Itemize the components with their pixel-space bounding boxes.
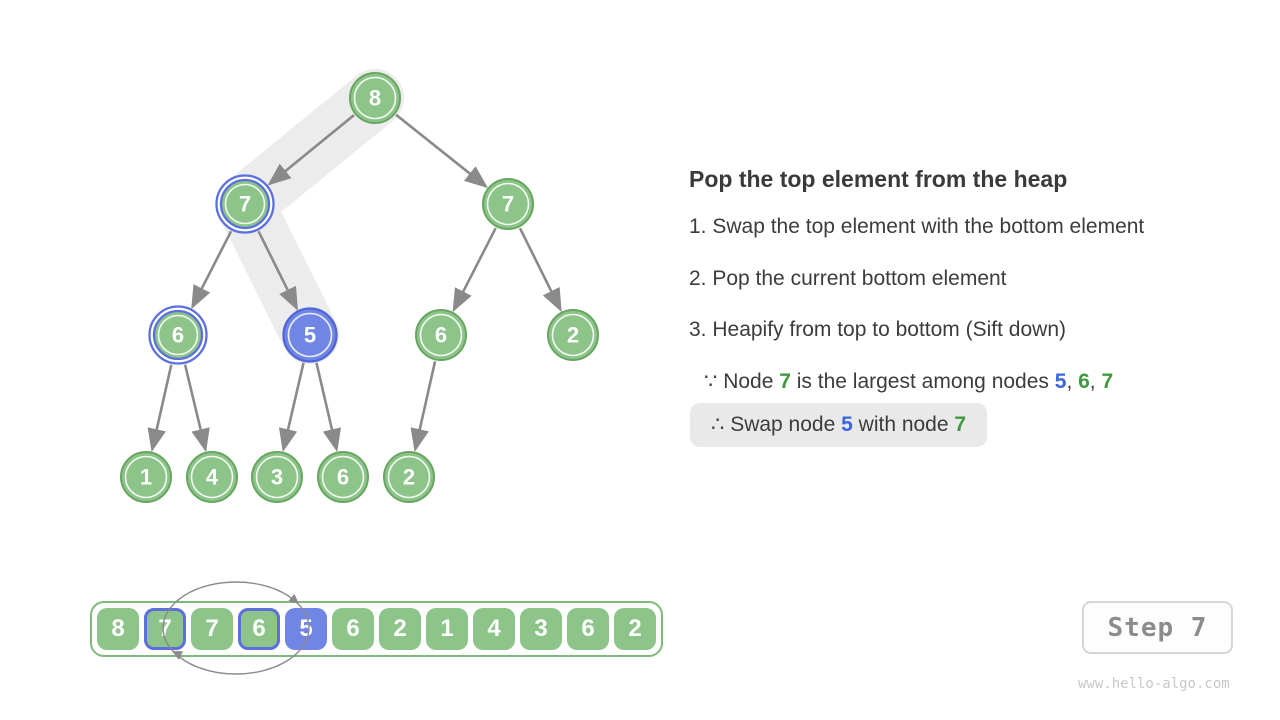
node-ref-7: 7 <box>1101 370 1114 393</box>
array-cell: 8 <box>97 608 139 650</box>
array-cell: 2 <box>614 608 656 650</box>
tree-node-label: 2 <box>403 465 415 490</box>
tree-node-7: 7 <box>215 174 275 234</box>
tree-node-4: 4 <box>186 451 238 503</box>
tree-edge <box>410 361 437 453</box>
tree-edge <box>183 364 210 453</box>
array-cell: 2 <box>379 608 421 650</box>
tree-node-7: 7 <box>482 178 534 230</box>
tree-node-label: 7 <box>502 192 514 217</box>
heap-tree-diagram: 8 7 7 6 5 6 2 1 4 3 6 2 <box>120 69 599 503</box>
tree-node-8: 8 <box>349 72 401 124</box>
step-3-text: 3. Heapify from top to bottom (Sift down… <box>689 318 1066 341</box>
tree-edge <box>278 362 305 453</box>
tree-node-label: 1 <box>140 465 152 490</box>
tree-edge <box>518 227 562 313</box>
node-ref-7: 7 <box>779 370 791 393</box>
tree-edge <box>257 230 299 311</box>
text-segment: , <box>1089 370 1102 393</box>
array-cell: 1 <box>426 608 468 650</box>
tree-node-label: 7 <box>239 192 251 217</box>
node-ref-7: 7 <box>954 413 967 436</box>
tree-node-6: 6 <box>317 451 369 503</box>
tree-edge <box>191 230 233 310</box>
array-cell: 6 <box>332 608 374 650</box>
tree-node-2: 2 <box>547 309 599 361</box>
tree-edge <box>395 113 489 189</box>
node-ref-5: 5 <box>1054 370 1067 393</box>
tree-node-label: 6 <box>337 465 349 490</box>
array-cell: 6 <box>567 608 609 650</box>
array-cell: 6 <box>238 608 280 650</box>
array-cell: 4 <box>473 608 515 650</box>
text-segment: , <box>1066 370 1079 393</box>
tree-node-label: 3 <box>271 465 283 490</box>
step-1-text: 1. Swap the top element with the bottom … <box>689 215 1145 238</box>
tree-node-6: 6 <box>148 305 208 365</box>
text-segment: ∵ Node <box>704 370 780 393</box>
node-ref-6: 6 <box>1078 370 1090 393</box>
tree-edge <box>452 227 497 313</box>
text-segment: ∴ Swap node <box>711 413 842 436</box>
tree-node-label: 5 <box>304 323 316 348</box>
step-2-text: 2. Pop the current bottom element <box>689 267 1007 290</box>
array-cell: 7 <box>144 608 186 650</box>
tree-node-label: 6 <box>435 323 447 348</box>
node-ref-5: 5 <box>841 413 853 436</box>
tree-node-label: 2 <box>567 323 579 348</box>
tree-node-label: 8 <box>369 86 381 111</box>
tree-edge <box>267 114 355 186</box>
tree-node-label: 4 <box>206 465 219 490</box>
array-cell: 7 <box>191 608 233 650</box>
step-counter-button[interactable]: Step 7 <box>1082 601 1233 654</box>
tree-node-2: 2 <box>383 451 435 503</box>
array-cell: 5 <box>285 608 327 650</box>
tree-node-3: 3 <box>251 451 303 503</box>
text-segment: is the largest among nodes <box>790 370 1055 393</box>
tree-edge <box>147 364 173 453</box>
tree-edge <box>315 362 342 453</box>
watermark-url: www.hello-algo.com <box>1078 676 1230 692</box>
array-cell: 3 <box>520 608 562 650</box>
therefore-box: ∴ Swap node 5 with node 7 <box>690 403 988 447</box>
tree-node-1: 1 <box>120 451 172 503</box>
tree-node-6: 6 <box>415 309 467 361</box>
panel-heading: Pop the top element from the heap <box>689 166 1068 192</box>
text-segment: with node <box>852 413 955 436</box>
tree-node-label: 6 <box>172 323 184 348</box>
because-line: ∵ Node 7 is the largest among nodes 5, 6… <box>704 369 1113 394</box>
tree-node-5: 5 <box>282 307 338 363</box>
